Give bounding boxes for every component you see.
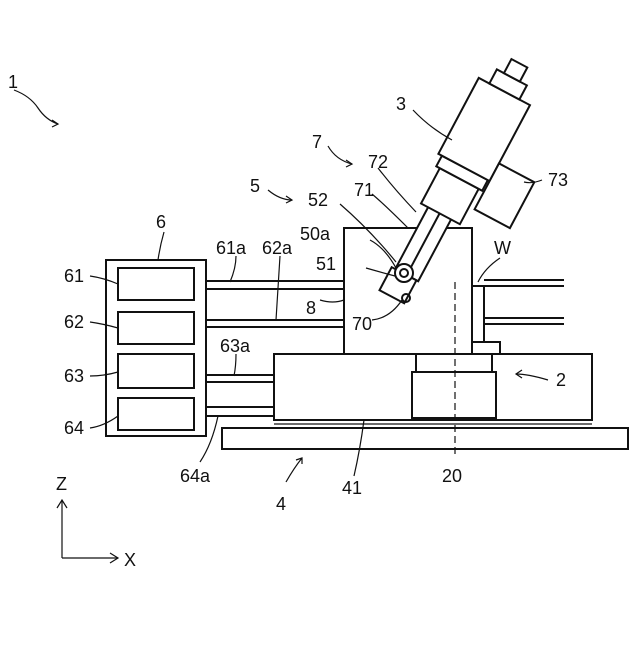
leader-w (478, 258, 500, 282)
label-62: 62 (64, 312, 84, 332)
label-70: 70 (352, 314, 372, 334)
label-4: 4 (276, 494, 286, 514)
module-63 (118, 354, 194, 388)
label-41: 41 (342, 478, 362, 498)
label-6: 6 (156, 212, 166, 232)
leader-6 (158, 232, 164, 260)
label-63: 63 (64, 366, 84, 386)
module-61 (118, 268, 194, 300)
leader-71 (372, 194, 408, 228)
leader-3 (413, 110, 452, 140)
module-64 (118, 398, 194, 430)
leader-4 (286, 458, 302, 482)
label-5: 5 (250, 176, 260, 196)
stage-block (412, 372, 496, 418)
leader-72 (378, 168, 416, 212)
leader-5 (268, 190, 292, 200)
label-2: 2 (556, 370, 566, 390)
label-8: 8 (306, 298, 316, 318)
label-51: 51 (316, 254, 336, 274)
label-20: 20 (442, 466, 462, 486)
base-plate (222, 428, 628, 449)
stage-neck (416, 354, 492, 372)
leader-61a (230, 256, 236, 282)
label-71: 71 (354, 180, 374, 200)
leader-1 (14, 90, 58, 124)
leader-63a (234, 354, 236, 376)
label-73: 73 (548, 170, 568, 190)
label-50a: 50a (300, 224, 331, 244)
label-w: W (494, 238, 511, 258)
leader-8 (320, 300, 344, 302)
label-63a: 63a (220, 336, 251, 356)
label-52: 52 (308, 190, 328, 210)
pivot-51 (395, 264, 413, 282)
label-7: 7 (312, 132, 322, 152)
label-62a: 62a (262, 238, 293, 258)
label-72: 72 (368, 152, 388, 172)
label-64a: 64a (180, 466, 211, 486)
label-61: 61 (64, 266, 84, 286)
label-64: 64 (64, 418, 84, 438)
label-3: 3 (396, 94, 406, 114)
label-61a: 61a (216, 238, 247, 258)
label-z: Z (56, 474, 67, 494)
module-62 (118, 312, 194, 344)
label-x: X (124, 550, 136, 570)
label-1: 1 (8, 72, 18, 92)
